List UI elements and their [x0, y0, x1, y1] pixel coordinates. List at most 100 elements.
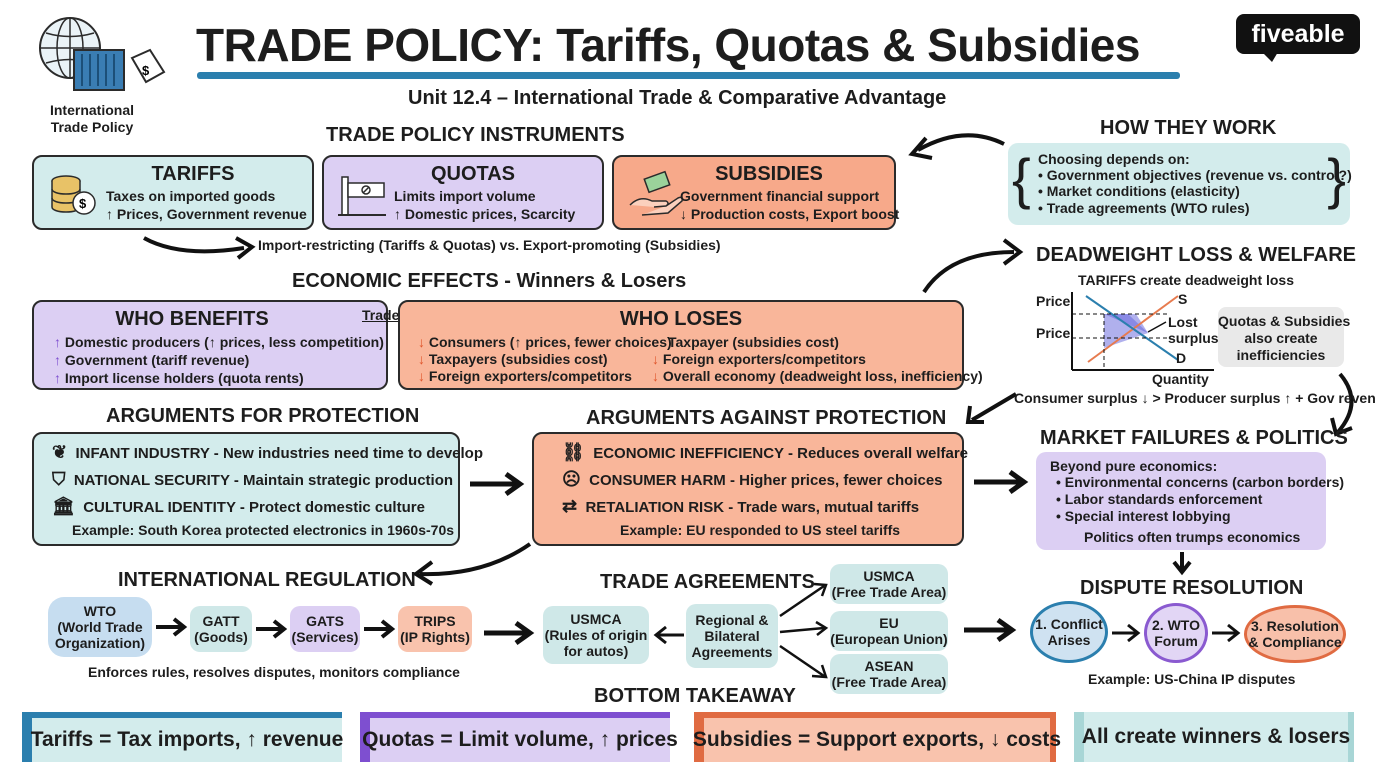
- against-item: ⇄ RETALIATION RISK - Trade wars, mutual …: [562, 496, 920, 516]
- how-item: • Trade agreements (WTO rules): [1038, 200, 1250, 216]
- arrow-right-icon: [484, 620, 535, 646]
- curved-arrow-icon: [143, 236, 256, 260]
- arrow-right-icon: [1212, 623, 1241, 643]
- takeaway-subsidies: Subsidies = Support exports, ↓ costs: [693, 712, 1061, 762]
- sad-face-icon: ☹: [562, 469, 581, 489]
- loses-title: WHO LOSES: [619, 308, 743, 330]
- money-hand-icon: [629, 170, 683, 216]
- subsidies-line1: Government financial support: [680, 188, 880, 204]
- subtitle: Unit 12.4 – International Trade & Compar…: [408, 87, 947, 109]
- takeaway-heading: BOTTOM TAKEAWAY: [594, 685, 796, 707]
- museum-icon: 🏛: [52, 496, 75, 516]
- loses-card: WHO LOSES ↓ Consumers (↑ prices, fewer c…: [398, 300, 983, 390]
- arrow-down-icon: [1172, 552, 1192, 576]
- quotas-title: QUOTAS: [430, 163, 516, 185]
- loses-item: ↓ Foreign exporters/competitors: [418, 368, 632, 384]
- for-item: ❦ INFANT INDUSTRY - New industries need …: [52, 442, 484, 462]
- arrow-right-icon: [156, 617, 188, 637]
- globe-logo: $: [32, 10, 172, 100]
- quotas-card: QUOTAS Limits import volume ↑ Domestic p…: [322, 155, 604, 230]
- instruments-note: Import-restricting (Tariffs & Quotas) vs…: [258, 237, 721, 253]
- gatt-pill: GATT(Goods): [190, 606, 252, 652]
- usmca-fta-pill: USMCA(Free Trade Area): [830, 564, 948, 604]
- deadweight-summary: Consumer surplus ↓ > Producer surplus ↑ …: [1014, 390, 1376, 406]
- arrow-right-icon: [964, 617, 1017, 643]
- market-footer: Politics often trumps economics: [1084, 529, 1301, 545]
- demand-label: D: [1176, 350, 1187, 366]
- market-item: • Environmental concerns (carbon borders…: [1056, 474, 1345, 490]
- against-example: Example: EU responded to US steel tariff…: [620, 522, 901, 538]
- takeaway-all: All create winners & losers: [1074, 712, 1354, 762]
- globe-icon: $: [39, 17, 166, 91]
- arrow-down-left-icon: [965, 392, 1018, 424]
- arrow-left-icon: [653, 625, 684, 645]
- market-intro: Beyond pure economics:: [1050, 458, 1218, 474]
- quotas-line1: Limits import volume: [394, 188, 536, 204]
- for-item: ⛉ NATIONAL SECURITY - Maintain strategic…: [52, 469, 454, 489]
- quantity-label: Quantity: [1152, 371, 1209, 387]
- arrow-right-icon: [1112, 623, 1141, 643]
- regulation-note: Enforces rules, resolves disputes, monit…: [88, 664, 460, 680]
- benefit-item: ↑ Import license holders (quota rents): [54, 370, 304, 386]
- dispute-step3: 3. Resolution& Compliance: [1244, 605, 1346, 663]
- for-card: ❦ INFANT INDUSTRY - New industries need …: [32, 432, 483, 546]
- for-example: Example: South Korea protected electroni…: [72, 522, 455, 538]
- arrow-down-icon: [1330, 372, 1354, 437]
- against-card: ⛓ ECONOMIC INEFFICIENCY - Reduces overal…: [532, 432, 968, 546]
- tariffs-title: TARIFFS: [151, 163, 235, 185]
- agreements-heading: TRADE AGREEMENTS: [600, 571, 815, 593]
- barrier-icon: [338, 176, 386, 216]
- benefits-card: WHO BENEFITS ↑ Domestic producers (↑ pri…: [32, 300, 388, 390]
- loses-item: Taxpayer (subsidies cost): [668, 334, 839, 350]
- branch-arrows-icon: [779, 582, 829, 679]
- how-card: { } Choosing depends on: • Government ob…: [1008, 143, 1352, 225]
- coins-icon: $: [51, 175, 96, 215]
- tariffs-card: $ TARIFFS Taxes on imported goods ↑ Pric…: [32, 155, 314, 230]
- tariffs-line1: Taxes on imported goods: [106, 188, 276, 204]
- takeaway-quotas: Quotas = Limit volume, ↑ prices: [360, 712, 678, 762]
- asean-pill: ASEAN(Free Trade Area): [830, 654, 948, 694]
- benefits-title: WHO BENEFITS: [115, 308, 269, 330]
- for-item: 🏛 CULTURAL IDENTITY - Protect domestic c…: [52, 496, 425, 516]
- supply-label: S: [1178, 291, 1188, 307]
- against-heading: ARGUMENTS AGAINST PROTECTION: [586, 407, 947, 429]
- arrow-down-left-icon: [412, 542, 532, 586]
- dispute-example: Example: US-China IP disputes: [1088, 671, 1296, 687]
- loses-item: ↓ Taxpayers (subsidies cost): [418, 351, 608, 367]
- svg-text:$: $: [142, 63, 150, 78]
- loses-item: ↓ Foreign exporters/competitors: [652, 351, 866, 367]
- loses-item: ↓ Overall economy (deadweight loss, inef…: [652, 368, 983, 384]
- supply-demand-diagram: [1071, 292, 1214, 371]
- shield-icon: ⛉: [52, 469, 66, 489]
- market-heading: MARKET FAILURES & POLITICS: [1040, 427, 1348, 449]
- sprout-icon: ❦: [52, 442, 68, 462]
- how-item: • Government objectives (revenue vs. con…: [1038, 167, 1352, 183]
- against-item: ⛓ ECONOMIC INEFFICIENCY - Reduces overal…: [562, 442, 969, 462]
- eu-pill: EU(European Union): [830, 611, 948, 651]
- arrow-right-icon: [364, 619, 396, 639]
- trips-pill: TRIPS(IP Rights): [398, 606, 472, 652]
- deadweight-sub: TARIFFS create deadweight loss: [1078, 272, 1295, 288]
- market-item: • Labor standards enforcement: [1056, 491, 1263, 507]
- broken-chain-icon: ⛓: [562, 442, 585, 462]
- gats-pill: GATS(Services): [290, 606, 360, 652]
- tariffs-line2: ↑ Prices, Government revenue: [106, 206, 307, 222]
- benefit-item: ↑ Government (tariff revenue): [54, 352, 250, 368]
- market-item: • Special interest lobbying: [1056, 508, 1231, 524]
- for-heading: ARGUMENTS FOR PROTECTION: [106, 405, 420, 427]
- subsidies-line2: ↓ Production costs, Export boost: [680, 206, 900, 222]
- how-intro: Choosing depends on:: [1038, 151, 1190, 167]
- deadweight-heading: DEADWEIGHT LOSS & WELFARE: [1036, 244, 1356, 266]
- against-item: ☹ CONSUMER HARM - Higher prices, fewer c…: [562, 469, 943, 489]
- svg-text:$: $: [79, 196, 87, 211]
- subsidies-card: SUBSIDIES Government financial support ↓…: [612, 155, 900, 230]
- arrow-right-icon: [470, 471, 525, 497]
- subsidies-title: SUBSIDIES: [715, 163, 823, 185]
- how-heading: HOW THEY WORK: [1100, 117, 1277, 139]
